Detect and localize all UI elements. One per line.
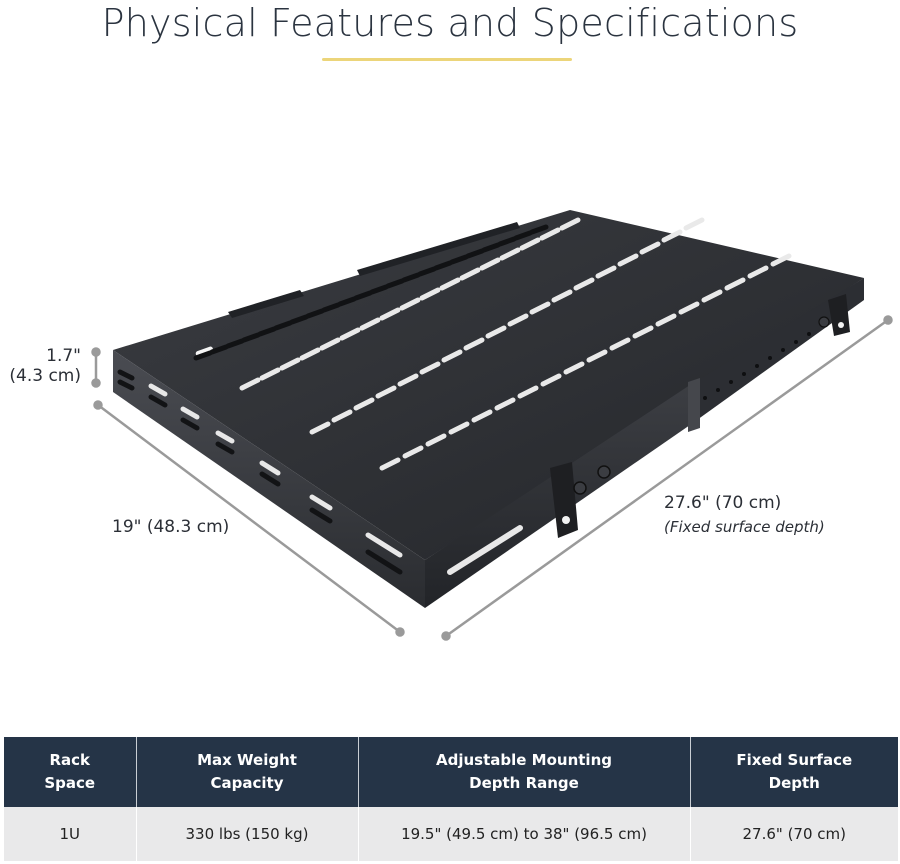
dimension-lines [91, 315, 893, 641]
column-header-rack-space: Rack Space [4, 737, 137, 807]
column-header-mounting-depth: Adjustable Mounting Depth Range [358, 737, 691, 807]
height-dimension-cm: (4.3 cm) [9, 366, 81, 386]
specifications-table: Rack Space Max Weight Capacity Adjustabl… [4, 737, 898, 861]
depth-dimension-value: 27.6" (70 cm) [664, 493, 782, 513]
page-title: Physical Features and Specifications [101, 1, 799, 45]
depth-dimension-note: (Fixed surface depth) [664, 518, 825, 536]
cell-fixed-depth: 27.6" (70 cm) [690, 807, 898, 861]
title-underline-divider [322, 58, 572, 61]
rack-shelf-product-image [91, 210, 893, 641]
column-header-fixed-depth: Fixed Surface Depth [690, 737, 898, 807]
height-dimension-label: 1.7" (4.3 cm) [9, 346, 81, 386]
cell-mounting-depth: 19.5" (49.5 cm) to 38" (96.5 cm) [358, 807, 691, 861]
table-row: 1U 330 lbs (150 kg) 19.5" (49.5 cm) to 3… [4, 807, 898, 861]
column-header-max-weight: Max Weight Capacity [136, 737, 359, 807]
width-dimension-label: 19" (48.3 cm) [112, 517, 230, 537]
height-dimension-inches: 1.7" [46, 346, 81, 366]
table-header-row: Rack Space Max Weight Capacity Adjustabl… [4, 737, 898, 807]
depth-dimension-label: 27.6" (70 cm) (Fixed surface depth) [664, 493, 825, 537]
cell-max-weight: 330 lbs (150 kg) [136, 807, 359, 861]
cell-rack-space: 1U [4, 807, 137, 861]
